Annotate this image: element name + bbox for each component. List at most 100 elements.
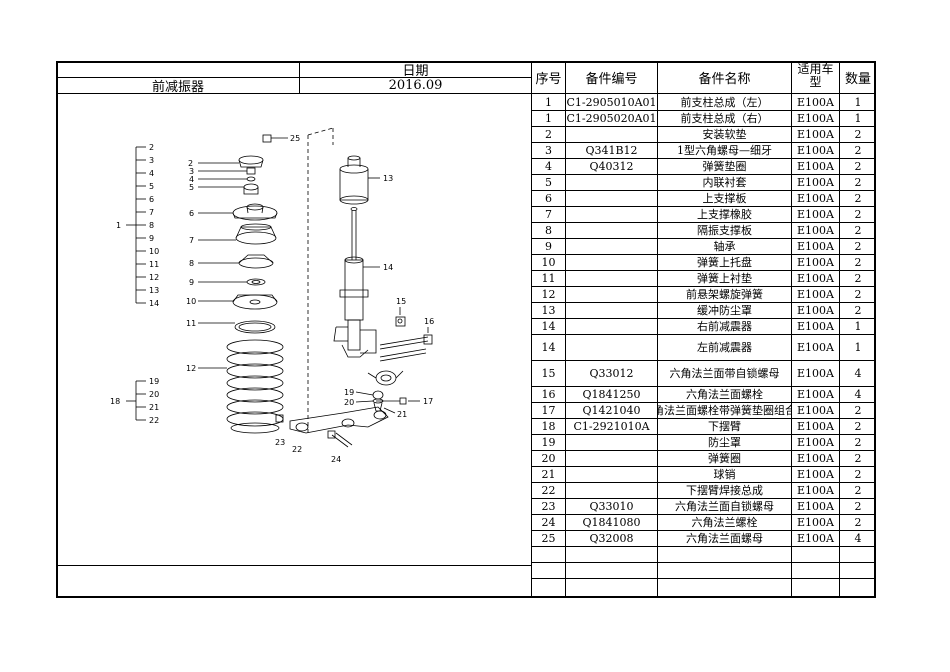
cell-model: E100A [797,303,834,317]
callout-5: 5 [189,183,194,192]
cell-seq: 3 [545,143,552,157]
cell-model: E100A [797,287,834,301]
cell-seq: 19 [541,435,556,449]
cell-part-no [566,466,657,482]
cell-model: E100A [797,403,834,417]
callout-9: 9 [189,278,194,287]
cell-part-no: C1-2905020A01 [566,111,657,125]
cell-part-name: 球销 [713,468,736,481]
cell-model: E100A [797,451,834,465]
cell-model: E100A [797,191,834,205]
cell-part-name: 前悬架螺旋弹簧 [686,288,763,301]
row-divider [531,418,876,419]
cell-part-name: 弹簧上衬垫 [697,272,752,285]
cell-qty: 2 [854,191,862,205]
bracket-1-label: 13 [149,286,159,295]
cell-part-no: C1-2905010A01 [566,95,657,109]
row-divider [531,174,876,175]
row-divider [531,302,876,303]
header-row-bottom [531,93,876,94]
cell-seq: 25 [541,531,556,545]
header-model: 适用车 型 [792,63,839,93]
cell-model: E100A [797,271,834,285]
cell-model: E100A [797,223,834,237]
cell-model: E100A [797,95,834,109]
cell-part-no [566,206,657,222]
cell-part-name: 下摆臂焊接总成 [686,484,763,497]
row-divider [531,334,876,335]
cell-model: E100A [797,255,834,269]
header-part-name: 备件名称 [698,71,751,87]
cell-seq: 21 [541,467,556,481]
cell-part-no [566,302,657,318]
cell-seq: 1 [545,111,552,125]
bracket-18-label: 21 [149,403,159,412]
cell-qty: 2 [854,435,862,449]
callout-22: 22 [292,445,302,454]
cell-qty: 4 [854,366,862,380]
header-seq: 序号 [535,71,562,87]
footer-divider [56,565,531,566]
col-divider-seq [565,61,566,598]
cell-model: E100A [797,387,834,401]
cell-part-no [566,450,657,466]
cell-model: E100A [797,340,834,354]
row-divider [531,270,876,271]
cell-model: E100A [797,467,834,481]
cell-qty: 2 [854,483,862,497]
drawing-frame [56,61,876,598]
row-divider [531,498,876,499]
row-divider [531,318,876,319]
cell-seq: 12 [541,287,556,301]
cell-part-name: 弹簧垫圈 [702,160,747,173]
bracket-1-label: 12 [149,273,159,282]
cell-part-no: Q1421040 [582,403,641,417]
cell-seq: 17 [541,403,556,417]
cell-part-name: 1型六角螺母—细牙 [677,144,772,157]
cell-qty: 2 [854,303,862,317]
header-qty: 数量 [844,71,871,87]
cell-part-name: 六角法兰螺栓 [691,516,758,529]
cell-part-name: 六角法兰面螺栓带弹簧垫圈组合件 [658,404,791,417]
cell-seq: 16 [541,387,556,401]
col-divider-model [839,61,840,598]
cell-qty: 2 [854,419,862,433]
cell-part-no [566,482,657,498]
header-model-line2: 型 [809,75,822,89]
bracket-1-label: 9 [149,234,154,243]
callout-15: 15 [396,297,406,306]
row-divider [531,514,876,515]
bracket-1-label: 7 [149,208,154,217]
callout-12: 12 [186,364,196,373]
cell-part-no [566,270,657,286]
bracket-1-label: 2 [149,143,154,152]
row-divider [531,126,876,127]
cell-seq: 20 [541,451,556,465]
cell-part-name: 上支撑板 [702,192,747,205]
cell-model: E100A [797,419,834,433]
cell-seq: 1 [545,95,552,109]
row-divider [531,190,876,191]
cell-seq: 2 [545,127,552,141]
cell-part-name: 内联衬套 [702,176,747,189]
cell-seq: 9 [545,239,552,253]
cell-model: E100A [797,531,834,545]
cell-qty: 2 [854,239,862,253]
cell-seq: 24 [541,515,556,529]
row-divider [531,158,876,159]
cell-qty: 2 [854,143,862,157]
cell-qty: 1 [854,95,862,109]
cell-qty: 2 [854,271,862,285]
callout-25: 25 [290,134,300,143]
cell-part-no [566,190,657,206]
cell-seq: 14 [541,319,556,333]
row-divider [531,222,876,223]
cell-qty: 2 [854,175,862,189]
cell-part-no: Q1841080 [582,515,641,529]
callout-4: 4 [189,175,194,184]
group-label-1: 1 [116,221,121,230]
callout-2: 2 [188,159,193,168]
